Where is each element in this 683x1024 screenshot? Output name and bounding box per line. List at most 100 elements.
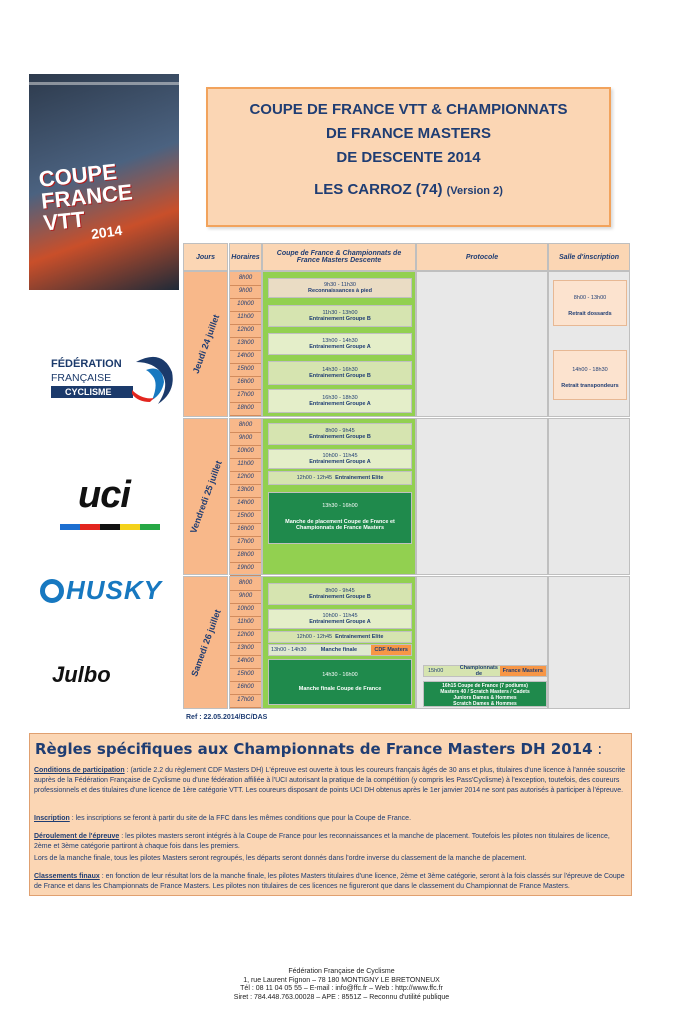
salle-samedi	[548, 576, 630, 709]
time-slot: 14h00	[230, 497, 261, 511]
protocole-samedi: 15h00 Championnats de France Masters 16h…	[416, 576, 548, 709]
time-slot: 16h00	[230, 376, 261, 390]
block-label: Entrainement Groupe B	[309, 434, 371, 440]
time-slot: 11h00	[230, 311, 261, 325]
block-label: Entrainement Groupe B	[309, 594, 371, 600]
title-line1: COUPE DE FRANCE VTT & CHAMPIONNATS	[249, 101, 568, 118]
block-time: 8h00 - 9h45	[325, 428, 355, 434]
time-slot: 12h00	[230, 629, 261, 643]
location-text: LES CARROZ (74)	[314, 181, 443, 198]
rule-text: : en fonction de leur résultat lors de l…	[34, 873, 625, 890]
schedule-block: 12h00 - 12h45 Entrainement Elite	[268, 631, 412, 643]
schedule-block: 8h00 - 9h45 Entrainement Groupe B	[268, 423, 412, 445]
rule-heading: Déroulement de l'épreuve	[34, 833, 120, 840]
ffc-logo-line3: CYCLISME	[51, 386, 133, 398]
salle-time: 14h00 - 18h30	[572, 367, 608, 373]
schedule-block: 10h00 - 11h45 Entrainement Groupe A	[268, 449, 412, 469]
poster-line3: VTT	[42, 206, 87, 236]
header-jours: Jours	[183, 243, 228, 271]
rule-deroulement: Déroulement de l'épreuve : les pilotes m…	[34, 832, 628, 852]
block-label: Entrainement Elite	[335, 634, 384, 640]
block-time: 10h00 - 11h45	[322, 453, 358, 459]
poster-year: 2014	[90, 221, 124, 243]
block-label: Entrainement Groupe A	[309, 401, 371, 407]
husky-dot-icon	[40, 579, 64, 603]
time-slot: 10h00	[230, 445, 261, 459]
schedule-block-placement: 13h30 - 16h00 Manche de placement Coupe …	[268, 492, 412, 544]
ffc-swoosh-icon	[132, 356, 173, 404]
protocole-tag: France Masters	[499, 666, 546, 676]
rule-heading: Classements finaux	[34, 873, 100, 880]
block-time: 11h30 - 13h00	[322, 310, 358, 316]
block-time: 9h30 - 11h30	[323, 282, 356, 288]
event-poster: COUPE FRANCE VTT 2014	[29, 74, 179, 290]
salle-block: 8h00 - 13h00 Retrait dossards	[553, 280, 627, 326]
protocole-line: Coupe de France (7 podiums)	[457, 683, 528, 689]
schedule-block: 13h00 - 14h30 Entrainement Groupe A	[268, 333, 412, 355]
title-line3: DE DESCENTE 2014	[336, 149, 481, 166]
cdf-vendredi: 8h00 - 9h45 Entrainement Groupe B 10h00 …	[262, 418, 416, 575]
block-time: 13h30 - 16h00	[322, 503, 358, 509]
salle-block: 14h00 - 18h30 Retrait transpondeurs	[553, 350, 627, 400]
uci-logo-text: uci	[78, 474, 131, 516]
protocole-line: Scratch Dames & Hommes	[453, 701, 517, 707]
time-slot: 18h00	[230, 402, 261, 416]
block-time: 14h30 - 16h30	[322, 367, 358, 373]
time-slot: 11h00	[230, 458, 261, 472]
ffc-logo: FÉDÉRATION FRANÇAISE CYCLISME	[40, 352, 180, 412]
schedule-block: 10h00 - 11h45 Entrainement Groupe A	[268, 609, 412, 629]
protocole-time: 15h00	[428, 668, 444, 674]
time-slot: 9h00	[230, 285, 261, 299]
time-slot: 8h00	[230, 577, 261, 591]
time-slot: 16h00	[230, 523, 261, 537]
time-slot: 14h00	[230, 655, 261, 669]
time-slot: 12h00	[230, 324, 261, 338]
block-label: Manche de placement Coupe de France et C…	[285, 519, 395, 531]
schedule-block: 9h30 - 11h30 Reconnaissances à pied	[268, 278, 412, 298]
cdf-samedi: 8h00 - 9h45 Entrainement Groupe B 10h00 …	[262, 576, 416, 709]
day-label-jeudi: Jeudi 24 juillet	[190, 313, 221, 375]
day-jeudi: Jeudi 24 juillet	[183, 271, 228, 417]
protocole-jeudi	[416, 271, 548, 417]
rules-title-colon: :	[592, 740, 603, 758]
title-line2: DE FRANCE MASTERS	[325, 125, 491, 142]
block-time: 13h00 - 14h30	[322, 338, 358, 344]
time-slot: 17h00	[230, 694, 261, 708]
time-slot: 13h00	[230, 484, 261, 498]
block-label: Entrainement Groupe A	[309, 459, 371, 465]
salle-time: 8h00 - 13h00	[573, 295, 607, 301]
uci-stripes	[60, 524, 160, 530]
rule-text: : les pilotes masters seront intégrés à …	[34, 833, 610, 850]
julbo-logo: Julbo	[40, 662, 180, 688]
time-slot: 13h00	[230, 642, 261, 656]
time-slot: 15h00	[230, 510, 261, 524]
protocole-cdf-block: 16h15 Coupe de France (7 podiums) Master…	[423, 681, 547, 707]
block-time: 13h00 - 14h30	[271, 647, 307, 653]
schedule-block: 14h30 - 16h30 Entrainement Groupe B	[268, 361, 412, 385]
block-time: 12h00 - 12h45	[296, 475, 333, 481]
time-slot: 19h00	[230, 562, 261, 576]
footer-line: Siret : 784.448.763.00028 – APE : 8551Z …	[233, 993, 450, 1001]
julbo-logo-text: Julbo	[52, 662, 111, 687]
title-location: LES CARROZ (74) (Version 2)	[208, 181, 609, 198]
husky-logo: HUSKY	[40, 575, 180, 605]
day-samedi: Samedi 26 juillet	[183, 576, 228, 709]
times-samedi: 8h00 9h00 10h00 11h00 12h00 13h00 14h00 …	[229, 576, 262, 709]
rule-heading: Inscription	[34, 815, 70, 822]
block-label: Entrainement Groupe B	[309, 373, 371, 379]
header-cdf: Coupe de France & Championnats de France…	[262, 243, 416, 271]
rule-finale: Lors de la manche finale, tous les pilot…	[34, 855, 527, 862]
block-label: Entrainement Groupe A	[309, 619, 371, 625]
time-slot: 9h00	[230, 432, 261, 446]
reference: Ref : 22.05.2014/BC/DAS	[186, 714, 268, 721]
header-protocole: Protocole	[416, 243, 548, 271]
block-label: Manche finale	[320, 647, 358, 653]
block-label: Entrainement Groupe B	[309, 316, 371, 322]
time-slot: 17h00	[230, 536, 261, 550]
header-salle: Salle d'inscription	[548, 243, 630, 271]
block-time: 12h00 - 12h45	[296, 634, 333, 640]
block-label: Reconnaissances à pied	[308, 288, 372, 294]
time-slot: 14h00	[230, 350, 261, 364]
day-label-samedi: Samedi 26 juillet	[188, 607, 223, 678]
time-slot: 17h00	[230, 389, 261, 403]
